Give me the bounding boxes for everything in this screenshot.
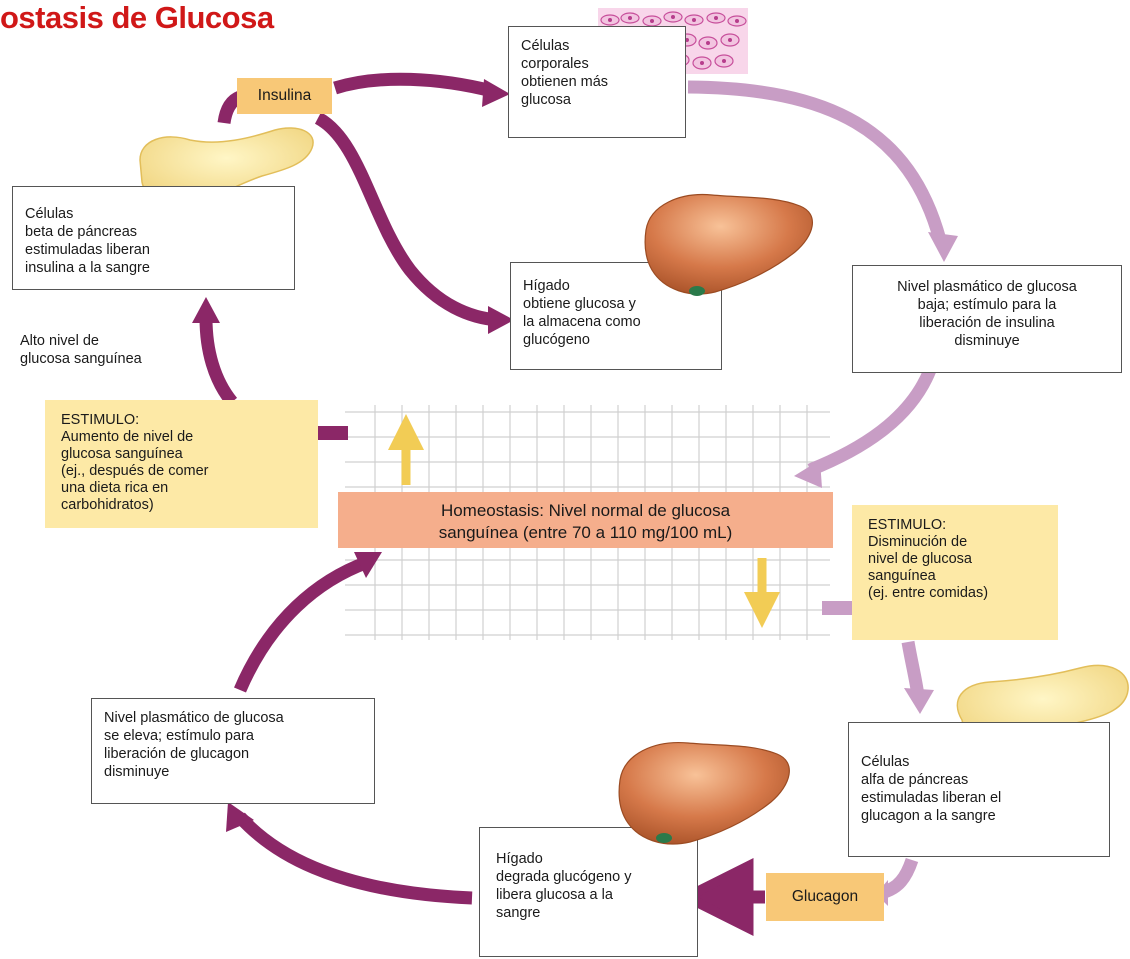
arrowhead-to-beta [192,297,220,323]
liver-store-box: Hígado obtiene glucosa y la almacena com… [510,262,722,370]
arrowhead-to-glucagon-liver [698,884,722,910]
alpha-cells-box: Células alfa de páncreas estimuladas lib… [848,722,1110,857]
homeostasis-box: Homeostasis: Nivel normal de glucosa san… [338,492,833,548]
arrowhead-to-homeostasis [354,552,382,578]
liver-icon [644,193,813,296]
arrow-plasma-drop-to-homeostasis [807,367,937,477]
dark-arrows [199,72,499,905]
arrow-insulin-to-liver [314,112,499,327]
arrowhead-to-alpha [904,688,934,714]
glucagon-label: Glucagon [766,873,884,921]
arrow-liver-to-plasma-rise [235,812,473,905]
stimulus-increase-box: ESTIMULO: Aumento de nivel de glucosa sa… [45,400,318,528]
plasma-rise-box: Nivel plasmático de glucosa se eleva; es… [91,698,375,804]
body-cells-box: Células corporales obtienen más glucosa [508,26,686,138]
liver-release-box: Hígado degrada glucógeno y libera glucos… [479,827,698,957]
arrowheads [192,79,958,910]
stimulus-decrease-box: ESTIMULO: Disminución de nivel de glucos… [852,505,1058,640]
liver-icon [618,742,790,845]
arrowhead-to-liver-store [488,306,514,334]
arrowhead-to-plasma-drop [928,232,958,262]
arrowhead-to-plasma-rise [226,802,254,832]
arrow-body-cells-to-plasma-drop [687,80,947,242]
arrow-plasma-rise-to-homeostasis [234,555,371,693]
plasma-drop-box: Nivel plasmático de glucosa baja; estímu… [852,265,1122,373]
page-title: ostasis de Glucosa [0,0,274,35]
insulin-label: Insulina [237,78,332,114]
arrowhead-to-body-cells [482,79,510,107]
high-glucose-label: Alto nivel de glucosa sanguínea [20,333,142,367]
arrow-stimulus-to-beta [199,317,238,407]
arrow-insulin-to-body-cells [333,72,494,98]
beta-cells-box: Células beta de páncreas estimuladas lib… [12,186,295,290]
arrowhead-to-homeostasis-right [794,460,822,488]
